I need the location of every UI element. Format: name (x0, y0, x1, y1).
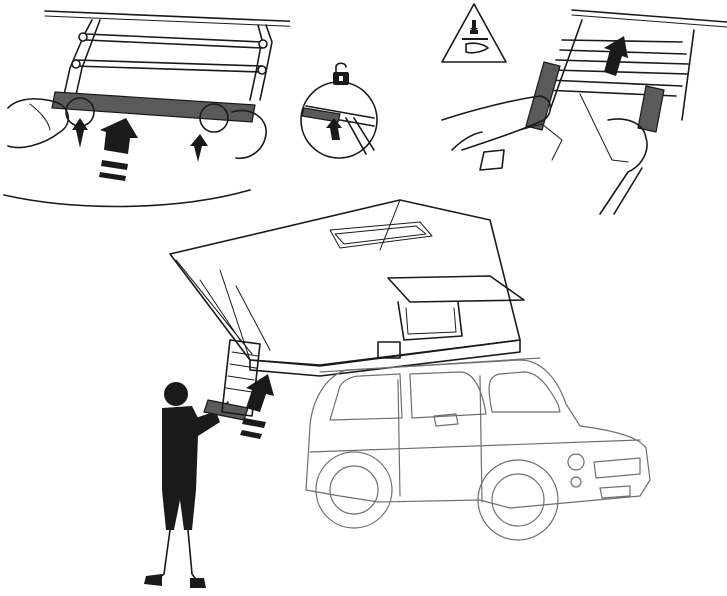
up-arrow-icon (190, 134, 208, 162)
up-arrow-icon (604, 36, 628, 76)
step-1-ladder-unlock-illustration (0, 0, 290, 215)
up-arrow-icon (100, 118, 138, 154)
step-2-ladder-retract-illustration (432, 0, 727, 215)
unlock-detail-illustration (294, 62, 384, 162)
lock-callout (294, 62, 384, 162)
step-2-panel (432, 0, 727, 215)
up-arrow-icon (72, 118, 88, 148)
step-1-panel (0, 0, 290, 215)
roof-tent-on-suv-illustration (140, 190, 727, 596)
main-scene (140, 190, 727, 596)
suv (306, 358, 650, 540)
hand-crush-warning-icon (442, 4, 506, 62)
up-arrow-icon (326, 118, 342, 140)
unlock-padlock-icon (333, 63, 349, 85)
